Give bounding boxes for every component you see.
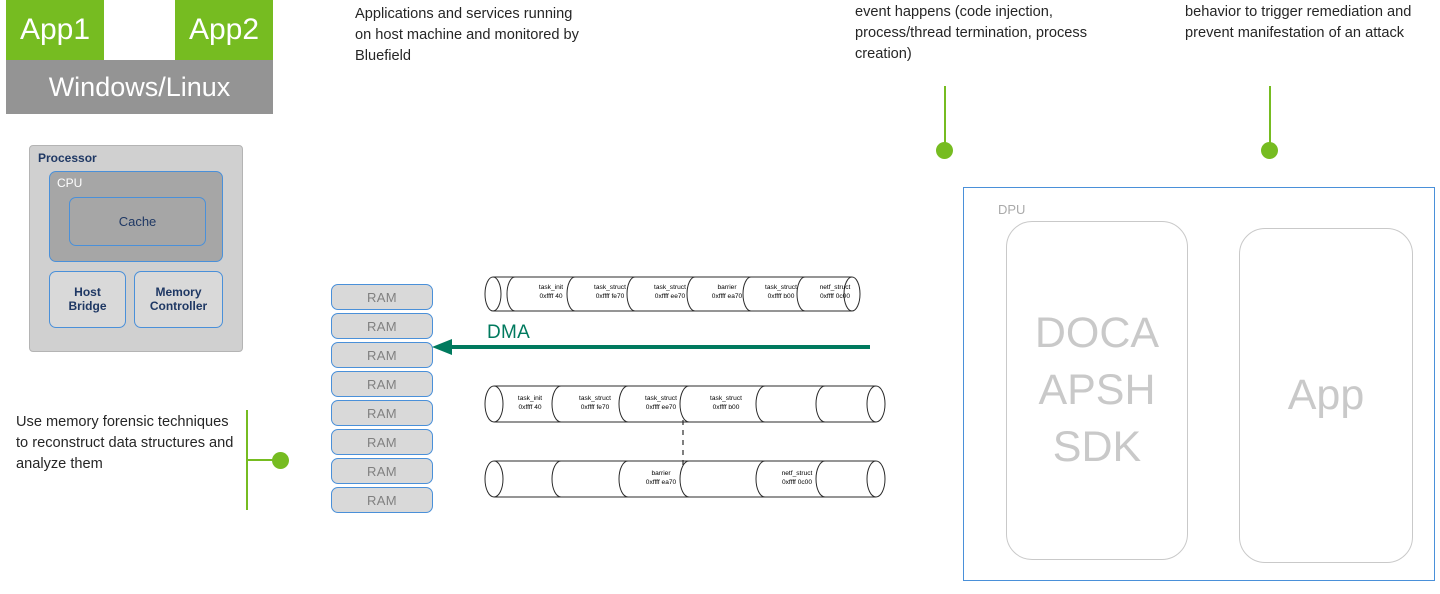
- app-label: App: [1287, 371, 1365, 420]
- ram-cell: RAM: [331, 313, 433, 339]
- app1-box: App1: [6, 0, 104, 60]
- os-box: Windows/Linux: [6, 60, 273, 114]
- hypervisor-note: hypervisor, VMs, when a critical event h…: [855, 4, 1087, 62]
- connector-dot-hypervisor: [936, 142, 953, 159]
- host-apps-note: Applications and services running on hos…: [355, 6, 579, 64]
- cpu-label: CPU: [57, 176, 83, 190]
- cpu-block: CPU Cache: [49, 171, 223, 262]
- app1-label: App1: [19, 13, 91, 46]
- ram-cell: RAM: [331, 429, 433, 455]
- ram-cell: RAM: [331, 284, 433, 310]
- app2-label: App2: [188, 13, 260, 46]
- ram-cell: RAM: [331, 342, 433, 368]
- memory-forensics-note: Use memory forensic techniques to recons…: [16, 414, 234, 472]
- app-card: App: [1239, 228, 1413, 563]
- ram-cell: RAM: [331, 458, 433, 484]
- ram-cell: RAM: [331, 400, 433, 426]
- administrator-note: Administrator upon detection of bad beha…: [1185, 4, 1412, 41]
- dpu-title: DPU: [998, 202, 1026, 217]
- connector-dot-administrator: [1261, 142, 1278, 159]
- connector-stub-memory-forensics: [246, 459, 276, 461]
- structure-link-dashed: [682, 420, 684, 470]
- processor-title: Processor: [38, 151, 97, 165]
- connector-dot-memory-forensics: [272, 452, 289, 469]
- ram-cell: RAM: [331, 371, 433, 397]
- connector-line-administrator: [1269, 86, 1271, 148]
- app2-box: App2: [175, 0, 273, 60]
- ram-cell: RAM: [331, 487, 433, 513]
- ram-stack: RAM RAM RAM RAM RAM RAM RAM RAM: [331, 284, 433, 513]
- os-label: Windows/Linux: [48, 71, 231, 102]
- dma-arrow: [432, 339, 870, 355]
- connector-line-hypervisor: [944, 86, 946, 148]
- dma-label: DMA: [487, 322, 531, 343]
- cache-block: Cache: [69, 197, 206, 246]
